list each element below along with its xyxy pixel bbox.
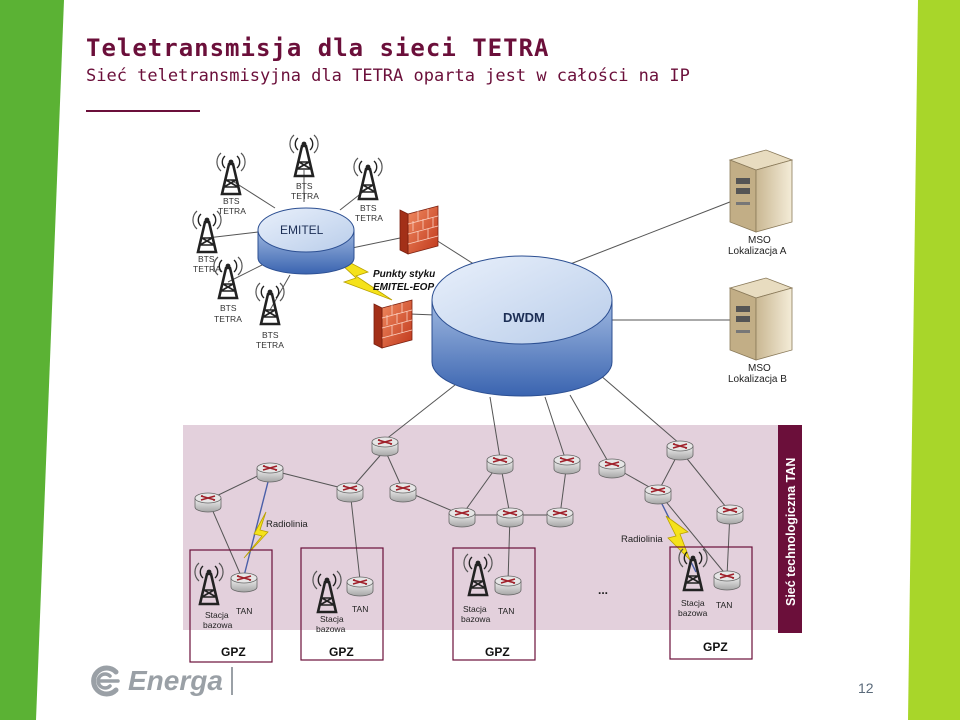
bts-labels: BTS TETRA BTS TETRA BTS TETRA BTS TETRA … <box>193 181 383 350</box>
mso-a-location: Lokalizacja A <box>728 246 787 257</box>
router-icon <box>486 454 514 475</box>
radio-link-left <box>243 473 271 577</box>
bts-tower-icon <box>288 133 320 178</box>
lightning-icon <box>243 511 269 559</box>
mso-server-icon <box>729 149 793 233</box>
title-underline <box>86 110 200 112</box>
router-icon <box>336 482 364 503</box>
mso-server-icon <box>729 277 793 361</box>
radiolinia-label: Radiolinia <box>621 534 663 545</box>
gpz-boxes <box>189 546 753 663</box>
mso-a-label: MSO <box>748 235 771 246</box>
page-title: Teletransmisja dla sieci TETRA <box>86 34 550 62</box>
emitel-cylinder: EMITEL <box>257 207 355 275</box>
gpz-label: GPZ <box>329 645 354 659</box>
energa-logo-icon <box>91 665 120 697</box>
emitel-eop-label: EMITEL-EOP <box>373 282 434 293</box>
router-icon <box>346 576 374 597</box>
stacja-label: Stacja <box>320 614 344 624</box>
bts-label: TETRA <box>355 213 383 223</box>
mso-b-location: Lokalizacja B <box>728 374 787 385</box>
bts-tower-icon <box>254 281 286 326</box>
bts-tower-icon <box>352 156 384 201</box>
bts-label: TETRA <box>256 340 284 350</box>
bts-label: TETRA <box>291 191 319 201</box>
router-icon <box>256 462 284 483</box>
router-icon <box>716 504 744 525</box>
stacja-label: bazowa <box>461 614 491 624</box>
mso-b-label: MSO <box>748 363 771 374</box>
tan-label: TAN <box>352 604 368 614</box>
router-icon <box>194 492 222 513</box>
router-icon <box>598 458 626 479</box>
gpz-box <box>300 547 384 661</box>
bts-label: TETRA <box>218 206 246 216</box>
tan-label: TAN <box>236 606 252 616</box>
tan-label: TAN <box>716 600 732 610</box>
logo-separator <box>230 667 233 695</box>
gpz-label: GPZ <box>485 645 510 659</box>
router-icon <box>389 482 417 503</box>
bts-label: BTS <box>296 181 313 191</box>
bts-label: BTS <box>198 254 215 264</box>
stacja-label: Stacja <box>463 604 487 614</box>
punkty-styku-label: Punkty styku <box>373 269 435 280</box>
firewall-icon <box>399 205 439 255</box>
dwdm-cylinder: DWDM <box>431 255 613 397</box>
router-icon <box>496 507 524 528</box>
bts-label: BTS <box>262 330 279 340</box>
router-icon <box>644 484 672 505</box>
firewall-icon <box>373 299 413 349</box>
bts-label: BTS <box>220 303 237 313</box>
bts-tower-icon <box>215 151 247 196</box>
router-icon <box>448 507 476 528</box>
tan-network-label: Sieć technologiczna TAN <box>784 458 798 606</box>
page-number: 12 <box>858 680 874 696</box>
ellipsis-label: ... <box>598 583 608 597</box>
energa-logo-text: Energa <box>128 665 223 696</box>
gpz-label: GPZ <box>703 640 728 654</box>
stacja-label: bazowa <box>203 620 233 630</box>
page-subtitle: Sieć teletransmisyjna dla TETRA oparta j… <box>86 66 690 86</box>
router-icon <box>666 440 694 461</box>
dwdm-label: DWDM <box>503 310 545 325</box>
tan-label: TAN <box>498 606 514 616</box>
tan-side-banner <box>778 425 802 633</box>
stacja-label: bazowa <box>678 608 708 618</box>
bts-label: TETRA <box>214 314 242 324</box>
emitel-label: EMITEL <box>280 223 324 237</box>
radiolinia-label: Radiolinia <box>266 519 308 530</box>
router-icon <box>230 572 258 593</box>
router-icon <box>713 570 741 591</box>
router-icon <box>494 575 522 596</box>
bts-label: BTS <box>223 196 240 206</box>
gpz-label: GPZ <box>221 645 246 659</box>
energa-logo: Energa <box>88 664 233 698</box>
bts-label: TETRA <box>193 264 221 274</box>
gpz-box <box>189 549 273 663</box>
router-icon <box>371 436 399 457</box>
bts-tower-icon <box>191 209 223 254</box>
stacja-label: bazowa <box>316 624 346 634</box>
router-icon <box>553 454 581 475</box>
gpz-box <box>452 547 536 661</box>
stacja-label: Stacja <box>205 610 229 620</box>
router-icon <box>546 507 574 528</box>
gpz-box <box>669 546 753 660</box>
bts-label: BTS <box>360 203 377 213</box>
stacja-label: Stacja <box>681 598 705 608</box>
